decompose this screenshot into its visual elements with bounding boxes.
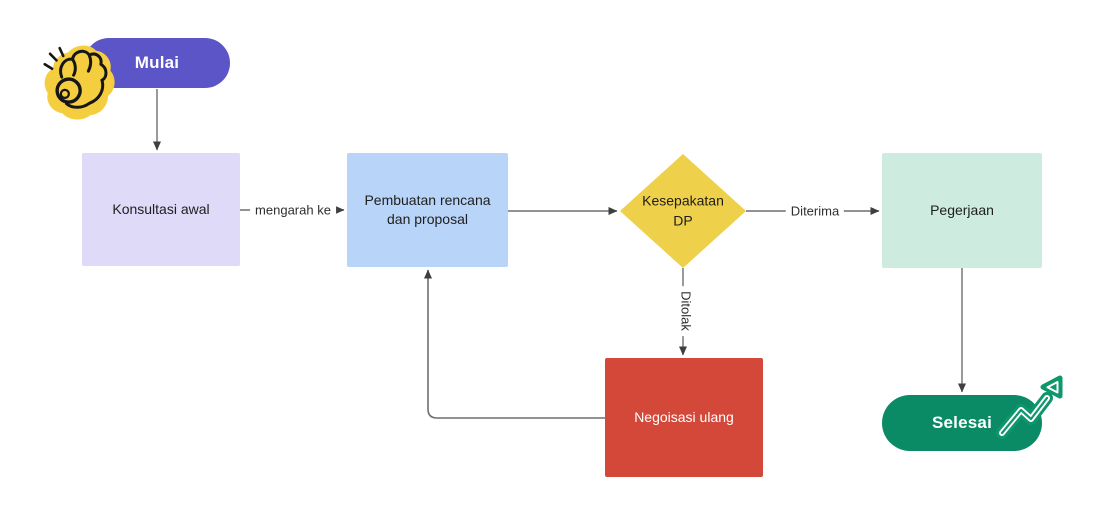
- edge-label-mengarah-ke[interactable]: mengarah ke: [250, 201, 336, 219]
- node-pegerjaan[interactable]: Pegerjaan: [882, 153, 1042, 268]
- node-konsultasi-awal[interactable]: Konsultasi awal: [82, 153, 240, 266]
- node-kesepakatan-label: Kesepakatan DP: [642, 192, 724, 228]
- node-kesepakatan-diamond[interactable]: [620, 154, 746, 268]
- edge-negoisasi-to-pembuatan[interactable]: [424, 269, 605, 419]
- ok-hand-icon[interactable]: [42, 43, 117, 121]
- node-label: Negoisasi ulang: [634, 409, 734, 426]
- node-label: Mulai: [134, 52, 180, 72]
- node-label: Selesai: [931, 412, 992, 432]
- node-negoisasi-ulang[interactable]: Negoisasi ulang: [605, 358, 763, 477]
- node-label: Pegerjaan: [930, 202, 994, 219]
- edge-label-diterima[interactable]: Diterima: [785, 202, 845, 220]
- node-label: Pembuatan rencana dan proposal: [364, 192, 491, 227]
- edge-label-ditolak[interactable]: Ditolak: [677, 286, 695, 336]
- node-label: Konsultasi awal: [112, 201, 210, 218]
- node-pembuatan-rencana[interactable]: Pembuatan rencana dan proposal: [347, 153, 508, 267]
- trending-up-icon[interactable]: [996, 375, 1063, 439]
